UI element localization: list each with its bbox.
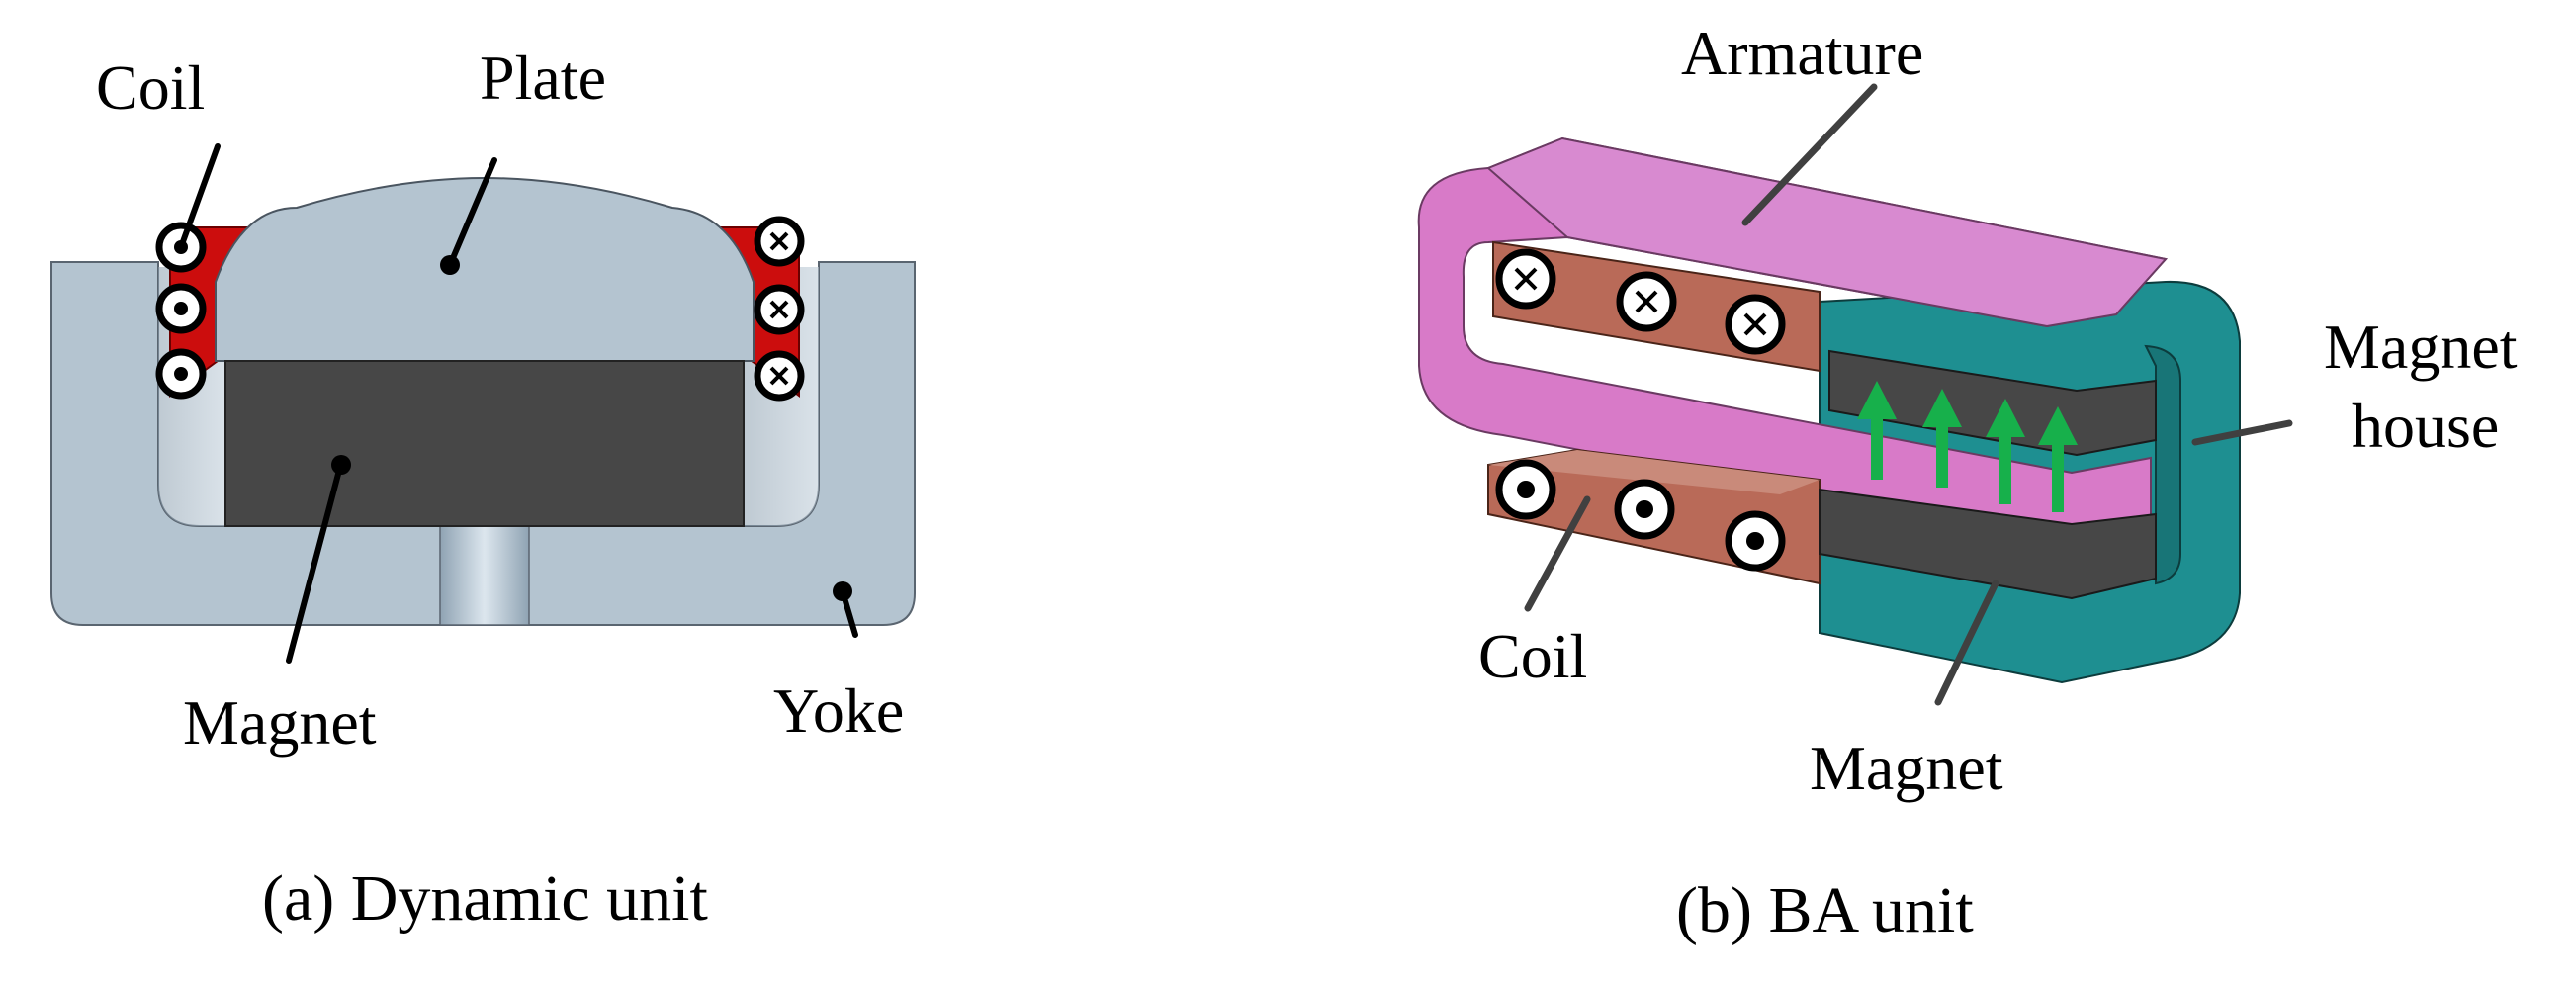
coil-symbols-right xyxy=(754,216,805,402)
magnet-label-a: Magnet xyxy=(183,687,377,758)
coil-dot-symbol xyxy=(155,283,207,334)
magnet-house-leader-line xyxy=(2191,419,2293,446)
flux-arrow xyxy=(2038,406,2078,512)
coil-label-a: Coil xyxy=(96,52,205,123)
magnet xyxy=(224,360,745,527)
yoke-leader-dot xyxy=(833,581,852,601)
flux-arrow xyxy=(1922,389,1962,488)
magnet-leader-line xyxy=(286,460,344,664)
magnet-house-label-line2: house xyxy=(2352,391,2499,461)
plate xyxy=(215,176,755,362)
coil-dot-symbol xyxy=(1725,510,1786,572)
magnet-leader-dot xyxy=(331,455,351,475)
plate-leader-dot xyxy=(440,255,460,275)
ba-unit-diagram: Armature Magnet house Coil Magnet (b) BA… xyxy=(1417,18,2518,946)
flux-arrow xyxy=(1857,381,1897,480)
coil-cross-symbol xyxy=(1616,271,1677,332)
coil-symbols-left xyxy=(155,222,207,400)
coil-dot-symbol xyxy=(1495,459,1556,520)
coil-dot-symbol xyxy=(1614,479,1675,540)
coil-cross-symbol xyxy=(754,216,805,267)
dynamic-unit-diagram: Coil Plate Magnet Yoke (a) Dynamic unit xyxy=(50,43,916,935)
flux-arrow xyxy=(1986,399,2025,504)
coil-cross-symbol xyxy=(754,350,805,402)
plate-leader-line xyxy=(447,157,497,268)
yoke-center-post xyxy=(439,525,530,626)
coil-cross-symbol xyxy=(1495,248,1556,310)
coil-leader-line-b xyxy=(1524,495,1591,612)
magnet-house-inner xyxy=(2144,344,2181,585)
yoke-label: Yoke xyxy=(773,675,904,746)
magnet-leader-line-b xyxy=(1934,580,1999,706)
coil-dot-symbol xyxy=(155,348,207,400)
caption-a: (a) Dynamic unit xyxy=(262,862,708,935)
armature-label: Armature xyxy=(1681,18,1923,88)
magnet-lower xyxy=(1819,488,2157,600)
flux-arrows xyxy=(1857,381,2078,512)
coil-cross-symbol xyxy=(754,284,805,335)
plate-label: Plate xyxy=(480,43,606,113)
magnet-upper xyxy=(1828,349,2157,457)
caption-b: (b) BA unit xyxy=(1676,874,1974,946)
magnet-label-b: Magnet xyxy=(1810,733,2003,803)
leader-lines-b xyxy=(1524,83,2293,706)
coil-lower-top-face xyxy=(1488,450,1820,494)
armature-leader-line xyxy=(1741,83,1878,226)
magnet-house-label-line1: Magnet xyxy=(2324,312,2518,382)
armature-top-face xyxy=(1486,136,2168,328)
coil-cross-symbol xyxy=(1725,294,1786,355)
coil-leader-line xyxy=(178,143,221,250)
coil-label-b: Coil xyxy=(1478,621,1587,691)
